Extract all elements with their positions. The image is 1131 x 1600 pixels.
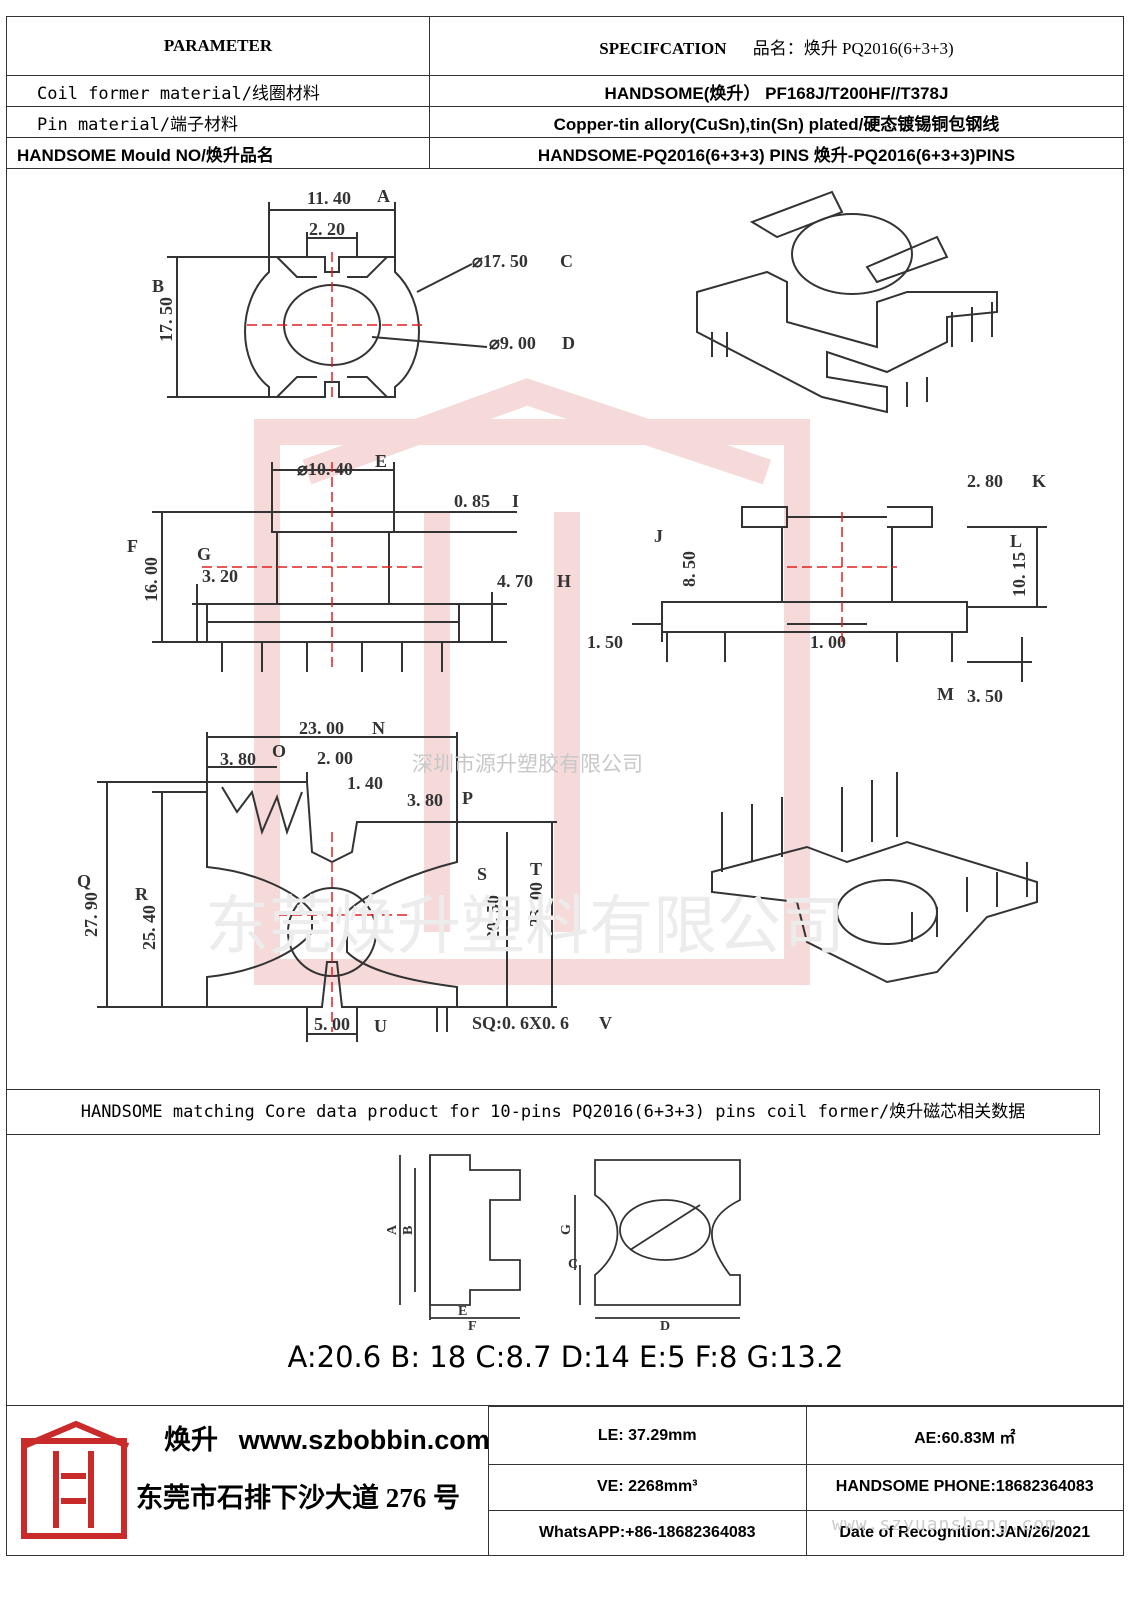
dim-c-letter: C	[560, 251, 573, 271]
ve-value: VE: 2268mm³	[488, 1464, 807, 1511]
footer: 焕升 www.szbobbin.com 东莞市石排下沙大道 276 号 LE: …	[6, 1405, 1124, 1557]
iso-view-bottom	[711, 772, 1038, 984]
spec-row: Coil former material/线圈材料 HANDSOME(焕升） P…	[6, 75, 1124, 107]
spec-header-row: PARAMETER SPECIFCATION 品名：焕升 PQ2016(6+3+…	[6, 16, 1124, 76]
dim-h-letter: H	[557, 571, 571, 591]
page-frame	[6, 16, 1124, 1556]
dim-i-letter: I	[512, 491, 519, 511]
dim-o-sub: 2. 00	[317, 748, 353, 768]
dim-e: ⌀10. 40	[297, 459, 353, 479]
dim-o-sub2: 1. 40	[347, 773, 383, 793]
dim-k: 2. 80	[967, 471, 1003, 491]
watermark-logo	[254, 378, 810, 985]
dim-d: ⌀9. 00	[489, 333, 536, 353]
spec-row-value: HANDSOME(焕升） PF168J/T200HF//T378J	[429, 75, 1124, 107]
specification-label: SPECIFCATION	[599, 38, 727, 58]
dim-p: 3. 80	[407, 790, 443, 810]
dim-side-a: 1. 50	[587, 632, 623, 652]
whatsapp-value: WhatsAPP:+86-18682364083	[488, 1509, 807, 1557]
core-label-f: F	[468, 1319, 477, 1330]
dim-a-letter: A	[377, 186, 390, 206]
core-label-e: E	[458, 1304, 467, 1319]
dim-a: 11. 40	[307, 188, 351, 208]
dim-side-b: 1. 00	[810, 632, 846, 652]
side-view	[632, 506, 1047, 682]
phone-value: HANDSOME PHONE:18682364083	[805, 1464, 1124, 1511]
dim-r: 25. 40	[139, 905, 159, 950]
brand-line: 焕升 www.szbobbin.com	[164, 1418, 490, 1457]
watermark-url: www.szyuansheng.com	[832, 1514, 1057, 1535]
dim-b: 17. 50	[156, 297, 176, 342]
brand-logo-icon	[21, 1420, 130, 1539]
dim-f: 16. 00	[141, 557, 161, 602]
core-label-b: B	[401, 1226, 416, 1235]
core-label-c: C	[568, 1257, 578, 1272]
dim-k-letter: K	[1032, 471, 1046, 491]
dim-n-letter: N	[372, 718, 385, 738]
bottom-view	[97, 732, 557, 1042]
spec-row-label: Coil former material/线圈材料	[6, 75, 430, 107]
dim-c: ⌀17. 50	[472, 251, 528, 271]
dim-n: 23. 00	[299, 718, 344, 738]
dim-i: 0. 85	[454, 491, 490, 511]
spec-row-label: HANDSOME Mould NO/焕升品名	[6, 137, 430, 169]
dim-d-letter: D	[562, 333, 575, 353]
spec-row: HANDSOME Mould NO/焕升品名 HANDSOME-PQ2016(6…	[6, 137, 1124, 169]
core-label-g: G	[559, 1224, 574, 1235]
dim-u: 5. 00	[314, 1014, 350, 1034]
core-title: HANDSOME matching Core data product for …	[6, 1089, 1100, 1135]
dim-e-letter: E	[375, 451, 387, 471]
dim-o-letter: O	[272, 741, 286, 761]
dim-s-letter: S	[477, 864, 487, 884]
dim-p-letter: P	[462, 788, 473, 808]
dim-q-letter: Q	[77, 871, 91, 891]
dim-s: 20. 50	[483, 895, 503, 940]
spec-row-value: HANDSOME-PQ2016(6+3+3) PINS 焕升-PQ2016(6+…	[429, 137, 1124, 169]
dim-t: 23. 00	[526, 882, 546, 927]
dim-j: 8. 50	[679, 551, 699, 587]
dim-r-letter: R	[135, 884, 149, 904]
technical-drawing: 11. 40 A 2. 20 B 17. 50 ⌀17. 50 C ⌀9. 00…	[77, 186, 1047, 1042]
front-view	[152, 462, 517, 672]
dim-j-letter: J	[654, 526, 663, 546]
watermark-big: 东莞焕升塑料有限公司	[205, 890, 845, 964]
dim-o: 3. 80	[220, 749, 256, 769]
brand-name: 焕升	[164, 1425, 218, 1455]
dim-a-sub: 2. 20	[309, 219, 345, 239]
dim-l: 10. 15	[1009, 552, 1029, 597]
dim-q: 27. 90	[81, 892, 101, 937]
dim-l-letter: L	[1010, 531, 1022, 551]
dim-g: 3. 20	[202, 566, 238, 586]
ae-value: AE:60.83M ㎡	[805, 1405, 1124, 1466]
watermark-company: 深圳市源升塑胶有限公司	[412, 752, 643, 776]
spec-row: Pin material/端子材料 Copper-tin allory(CuSn…	[6, 106, 1124, 138]
dim-b-letter: B	[152, 276, 164, 296]
dimension-labels: 11. 40 A 2. 20 B 17. 50 ⌀17. 50 C ⌀9. 00…	[77, 186, 1046, 1036]
dim-g-letter: G	[197, 544, 211, 564]
parameter-header: PARAMETER	[6, 16, 430, 76]
dim-h: 4. 70	[497, 571, 533, 591]
iso-view-top	[696, 190, 998, 414]
address: 东莞市石排下沙大道 276 号	[136, 1483, 460, 1513]
le-value: LE: 37.29mm	[488, 1405, 807, 1466]
dim-m: 3. 50	[967, 686, 1003, 706]
core-params-table: LE: 37.29mm AE:60.83M ㎡ VE: 2268mm³ HAND…	[488, 1405, 1124, 1557]
specification-header: SPECIFCATION 品名：焕升 PQ2016(6+3+3)	[429, 16, 1124, 76]
core-values: A:20.6 B: 18 C:8.7 D:14 E:5 F:8 G:13.2	[287, 1340, 844, 1374]
dim-t-letter: T	[530, 859, 542, 879]
product-name: 品名：焕升 PQ2016(6+3+3)	[752, 38, 954, 58]
centerlines	[202, 252, 897, 1032]
dim-u-letter: U	[374, 1016, 387, 1036]
core-drawing: A B C D E F G	[385, 1154, 741, 1330]
dim-f-letter: F	[127, 536, 138, 556]
dim-m-letter: M	[937, 684, 954, 704]
date-value: Date of Recognition:JAN/26/2021	[805, 1509, 1124, 1557]
core-label-a: A	[385, 1224, 400, 1235]
dim-v: SQ:0. 6X0. 6	[472, 1013, 569, 1033]
spec-table: PARAMETER SPECIFCATION 品名：焕升 PQ2016(6+3+…	[6, 16, 1124, 169]
website-link[interactable]: www.szbobbin.com	[238, 1425, 490, 1455]
dim-v-letter: V	[599, 1013, 612, 1033]
core-label-d: D	[660, 1319, 670, 1330]
